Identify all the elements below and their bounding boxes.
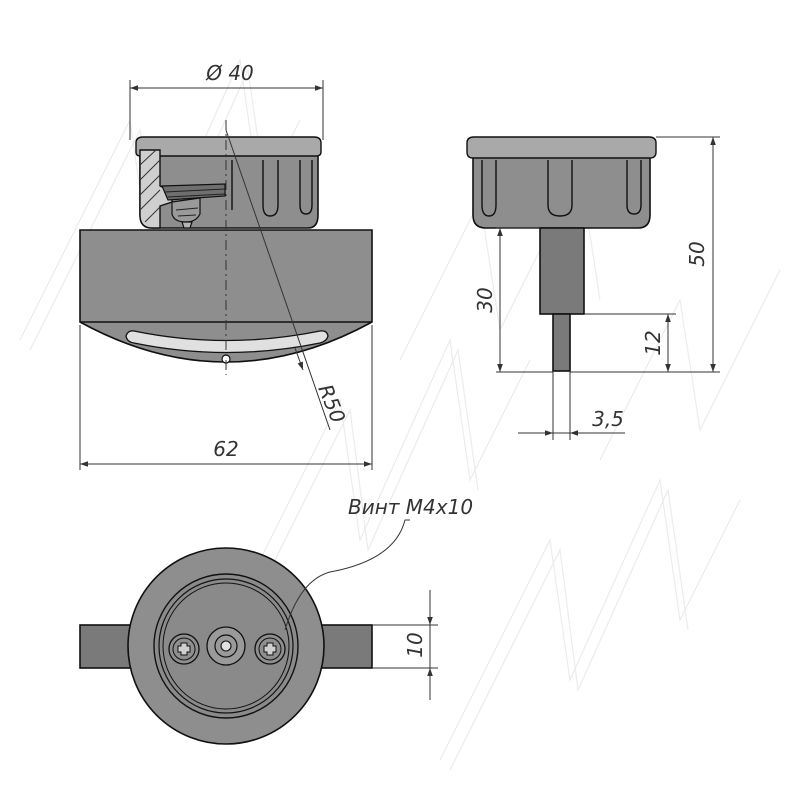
stem	[539, 227, 585, 315]
total-height-label: 50	[685, 241, 709, 266]
screw-right-icon	[254, 633, 286, 665]
screw-left-icon	[168, 633, 200, 665]
screw-callout-leader	[284, 519, 410, 631]
radius-label: R50	[313, 381, 350, 426]
tip-width-label: 3,5	[592, 407, 624, 431]
width-label: 62	[213, 437, 238, 461]
side-view: 30 12 50 3,5	[466, 136, 720, 440]
diameter-label: Ø 40	[205, 61, 254, 85]
screw-callout-label: Винт M4x10	[348, 495, 473, 519]
stem-height-label: 30	[473, 287, 497, 312]
side-cap-body	[472, 155, 651, 229]
front-view: Ø 40 R50 62	[79, 61, 373, 470]
section-hatch	[139, 149, 161, 223]
watermark-logo	[19, 57, 781, 771]
side-cap-rim	[466, 136, 657, 159]
cap-rim	[135, 136, 322, 157]
tip-height-label: 12	[641, 330, 665, 355]
stem-tip	[552, 313, 571, 372]
base-width-label: 10	[403, 632, 427, 657]
top-view: Винт M4x10 10	[79, 495, 473, 745]
